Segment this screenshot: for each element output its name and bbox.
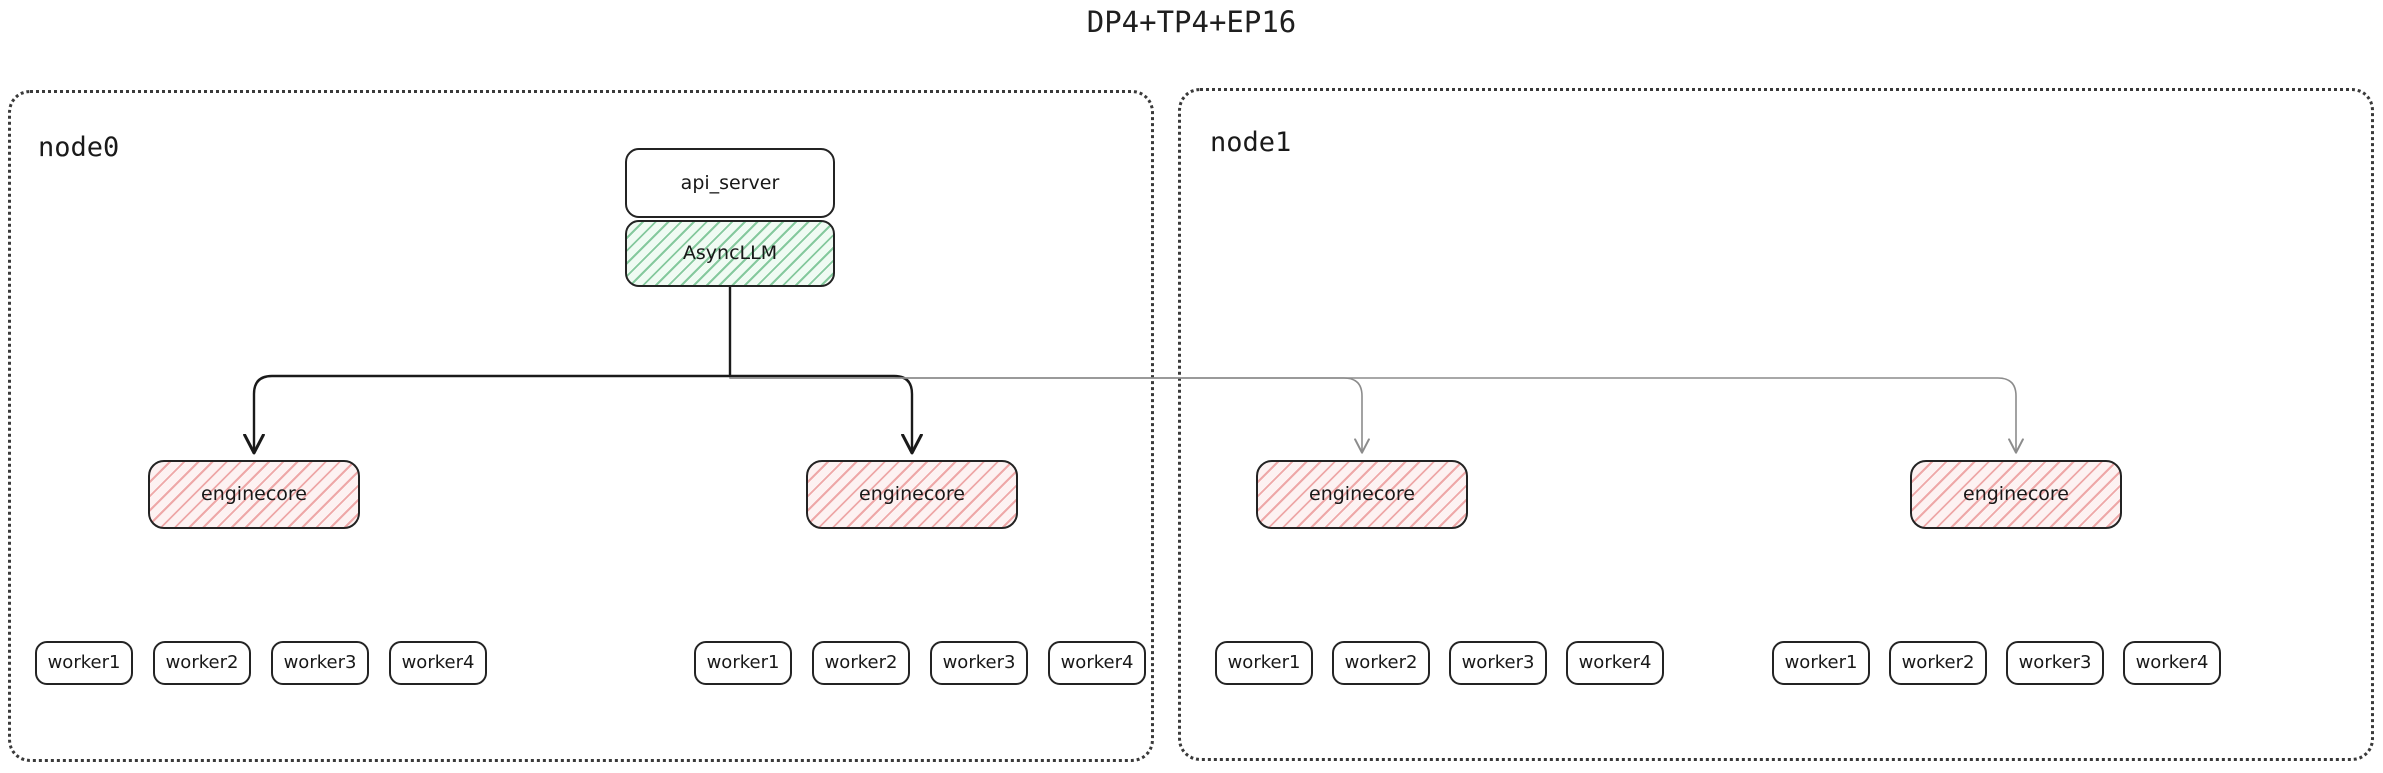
box-label: worker3 bbox=[942, 652, 1016, 673]
box-worker-node1-1-4[interactable]: worker4 bbox=[2123, 641, 2221, 685]
box-label: worker3 bbox=[2018, 652, 2092, 673]
box-label: worker1 bbox=[706, 652, 780, 673]
box-label: worker4 bbox=[1578, 652, 1652, 673]
node-label-node1: node1 bbox=[1210, 127, 1292, 158]
box-enginecore-node0-0[interactable]: enginecore bbox=[148, 460, 360, 529]
box-label: enginecore bbox=[1309, 483, 1415, 505]
box-worker-node1-0-2[interactable]: worker2 bbox=[1332, 641, 1430, 685]
box-label: worker4 bbox=[401, 652, 475, 673]
box-api-server-node0[interactable]: api_server bbox=[625, 148, 835, 218]
box-label: enginecore bbox=[1963, 483, 2069, 505]
box-worker-node1-0-3[interactable]: worker3 bbox=[1449, 641, 1547, 685]
box-label: worker2 bbox=[1344, 652, 1418, 673]
box-worker-node1-0-1[interactable]: worker1 bbox=[1215, 641, 1313, 685]
box-worker-node0-1-3[interactable]: worker3 bbox=[930, 641, 1028, 685]
box-label: worker3 bbox=[1461, 652, 1535, 673]
box-label: worker2 bbox=[824, 652, 898, 673]
box-label: worker1 bbox=[1784, 652, 1858, 673]
box-label: worker2 bbox=[165, 652, 239, 673]
box-label: worker2 bbox=[1901, 652, 1975, 673]
box-worker-node0-0-4[interactable]: worker4 bbox=[389, 641, 487, 685]
box-label: enginecore bbox=[201, 483, 307, 505]
box-enginecore-node0-1[interactable]: enginecore bbox=[806, 460, 1018, 529]
box-label: worker1 bbox=[1227, 652, 1301, 673]
box-worker-node0-1-2[interactable]: worker2 bbox=[812, 641, 910, 685]
box-worker-node0-0-3[interactable]: worker3 bbox=[271, 641, 369, 685]
box-worker-node0-0-1[interactable]: worker1 bbox=[35, 641, 133, 685]
box-label: worker1 bbox=[47, 652, 121, 673]
box-label: worker4 bbox=[2135, 652, 2209, 673]
box-label: worker4 bbox=[1060, 652, 1134, 673]
box-label: AsyncLLM bbox=[682, 242, 778, 264]
box-worker-node0-0-2[interactable]: worker2 bbox=[153, 641, 251, 685]
box-worker-node0-1-1[interactable]: worker1 bbox=[694, 641, 792, 685]
box-label: worker3 bbox=[283, 652, 357, 673]
box-enginecore-node1-1[interactable]: enginecore bbox=[1910, 460, 2122, 529]
node-label-node0: node0 bbox=[38, 132, 120, 163]
box-label: enginecore bbox=[859, 483, 965, 505]
box-worker-node1-1-2[interactable]: worker2 bbox=[1889, 641, 1987, 685]
box-worker-node1-1-1[interactable]: worker1 bbox=[1772, 641, 1870, 685]
box-label: api_server bbox=[680, 171, 780, 194]
page-title: DP4+TP4+EP16 bbox=[1086, 5, 1297, 39]
box-worker-node1-1-3[interactable]: worker3 bbox=[2006, 641, 2104, 685]
box-asyncllm-node0[interactable]: AsyncLLM bbox=[625, 220, 835, 287]
box-worker-node1-0-4[interactable]: worker4 bbox=[1566, 641, 1664, 685]
box-enginecore-node1-0[interactable]: enginecore bbox=[1256, 460, 1468, 529]
box-worker-node0-1-4[interactable]: worker4 bbox=[1048, 641, 1146, 685]
